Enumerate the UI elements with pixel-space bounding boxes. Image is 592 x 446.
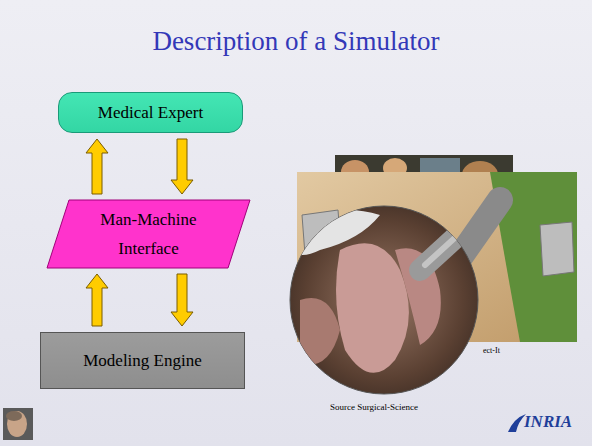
block-arrow [86, 139, 108, 194]
actor-box: Medical Expert [58, 92, 243, 133]
block-arrow [171, 139, 193, 194]
engine-box: Modeling Engine [40, 332, 245, 389]
inria-logo-mark [508, 414, 526, 432]
tissue-render [290, 206, 480, 394]
interface-parallelogram: Man-Machine Interface [47, 200, 250, 268]
parallelogram-shape [47, 200, 250, 268]
node-label: Modeling Engine [83, 346, 202, 375]
slide-title: Description of a Simulator [0, 26, 592, 57]
block-arrow [86, 274, 108, 326]
source-credit: ect-It [483, 346, 500, 355]
logo-text: INRIA [524, 412, 572, 432]
node-label: Medical Expert [98, 98, 203, 127]
node-label: Man-Machine Interface [86, 205, 211, 263]
block-arrow [171, 274, 193, 326]
source-credit: Source Surgical-Science [330, 402, 418, 412]
head-icon [3, 408, 33, 440]
